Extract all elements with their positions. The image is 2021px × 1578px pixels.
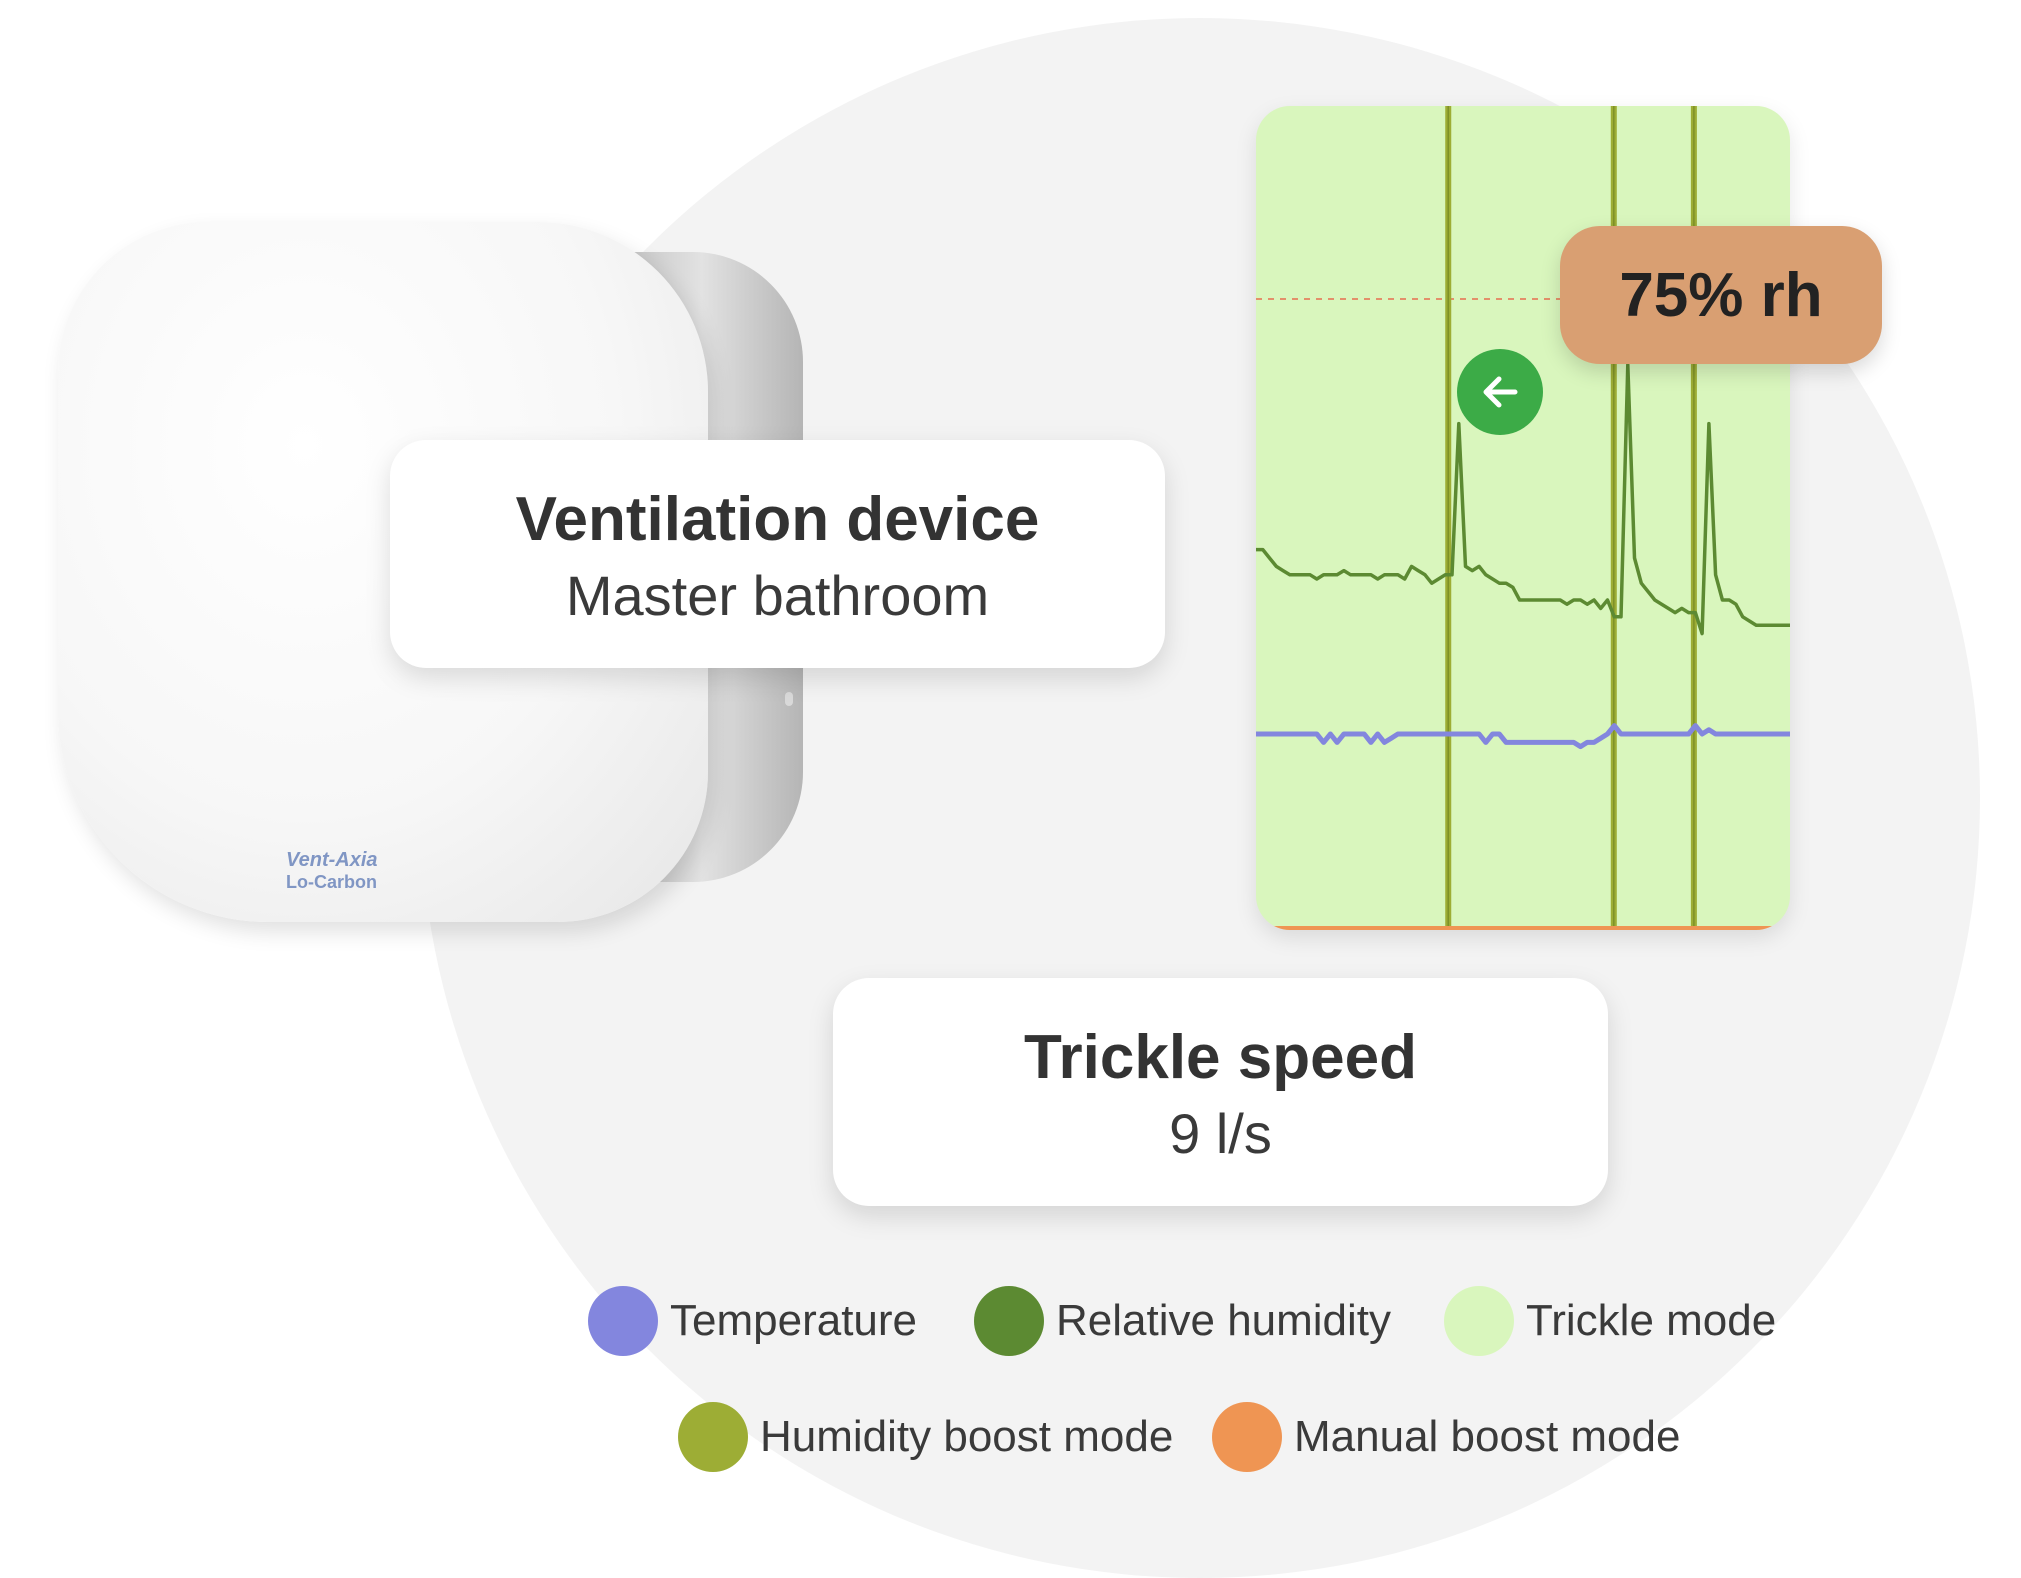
legend-label-temperature: Temperature — [670, 1296, 918, 1345]
legend-label-trickle-mode: Trickle mode — [1526, 1296, 1777, 1345]
humidity-threshold-label: 75% rh — [1619, 260, 1823, 330]
legend-item-humidity-boost: Humidity boost mode — [678, 1402, 1173, 1472]
speed-card[interactable]: Trickle speed 9 l/s — [833, 978, 1608, 1206]
back-button[interactable] — [1457, 349, 1543, 435]
legend-dot-humidity-boost — [678, 1402, 748, 1472]
brand-line-1: Vent-Axia — [286, 849, 378, 871]
device-card-subtitle: Master bathroom — [565, 564, 990, 627]
legend-dot-relative-humidity — [974, 1286, 1044, 1356]
legend-label-humidity-boost: Humidity boost mode — [760, 1412, 1174, 1461]
legend-dot-temperature — [588, 1286, 658, 1356]
device-card[interactable]: Ventilation device Master bathroom — [390, 440, 1165, 668]
legend-dot-trickle-mode — [1444, 1286, 1514, 1356]
brand-line-2: Lo-Carbon — [286, 872, 377, 892]
device-card-title: Ventilation device — [515, 485, 1040, 554]
legend-label-manual-boost: Manual boost mode — [1294, 1412, 1681, 1461]
legend-item-trickle-mode: Trickle mode — [1444, 1286, 1776, 1356]
legend-item-temperature: Temperature — [588, 1286, 917, 1356]
temperature-series-line — [1256, 723, 1790, 750]
legend-item-manual-boost: Manual boost mode — [1212, 1402, 1680, 1472]
humidity-threshold-badge: 75% rh — [1560, 226, 1882, 364]
speed-card-title: Trickle speed — [1024, 1023, 1417, 1092]
legend-item-relative-humidity: Relative humidity — [974, 1286, 1391, 1356]
legend-dot-manual-boost — [1212, 1402, 1282, 1472]
speed-card-value: 9 l/s — [1169, 1102, 1272, 1165]
legend-label-relative-humidity: Relative humidity — [1056, 1296, 1392, 1345]
device-indicator — [785, 692, 793, 706]
arrow-left-icon — [1483, 376, 1518, 408]
manual-boost-strip — [1256, 926, 1790, 930]
brand-logo: Vent-Axia Lo-Carbon — [286, 850, 378, 894]
humidity-series-line — [1256, 363, 1790, 636]
